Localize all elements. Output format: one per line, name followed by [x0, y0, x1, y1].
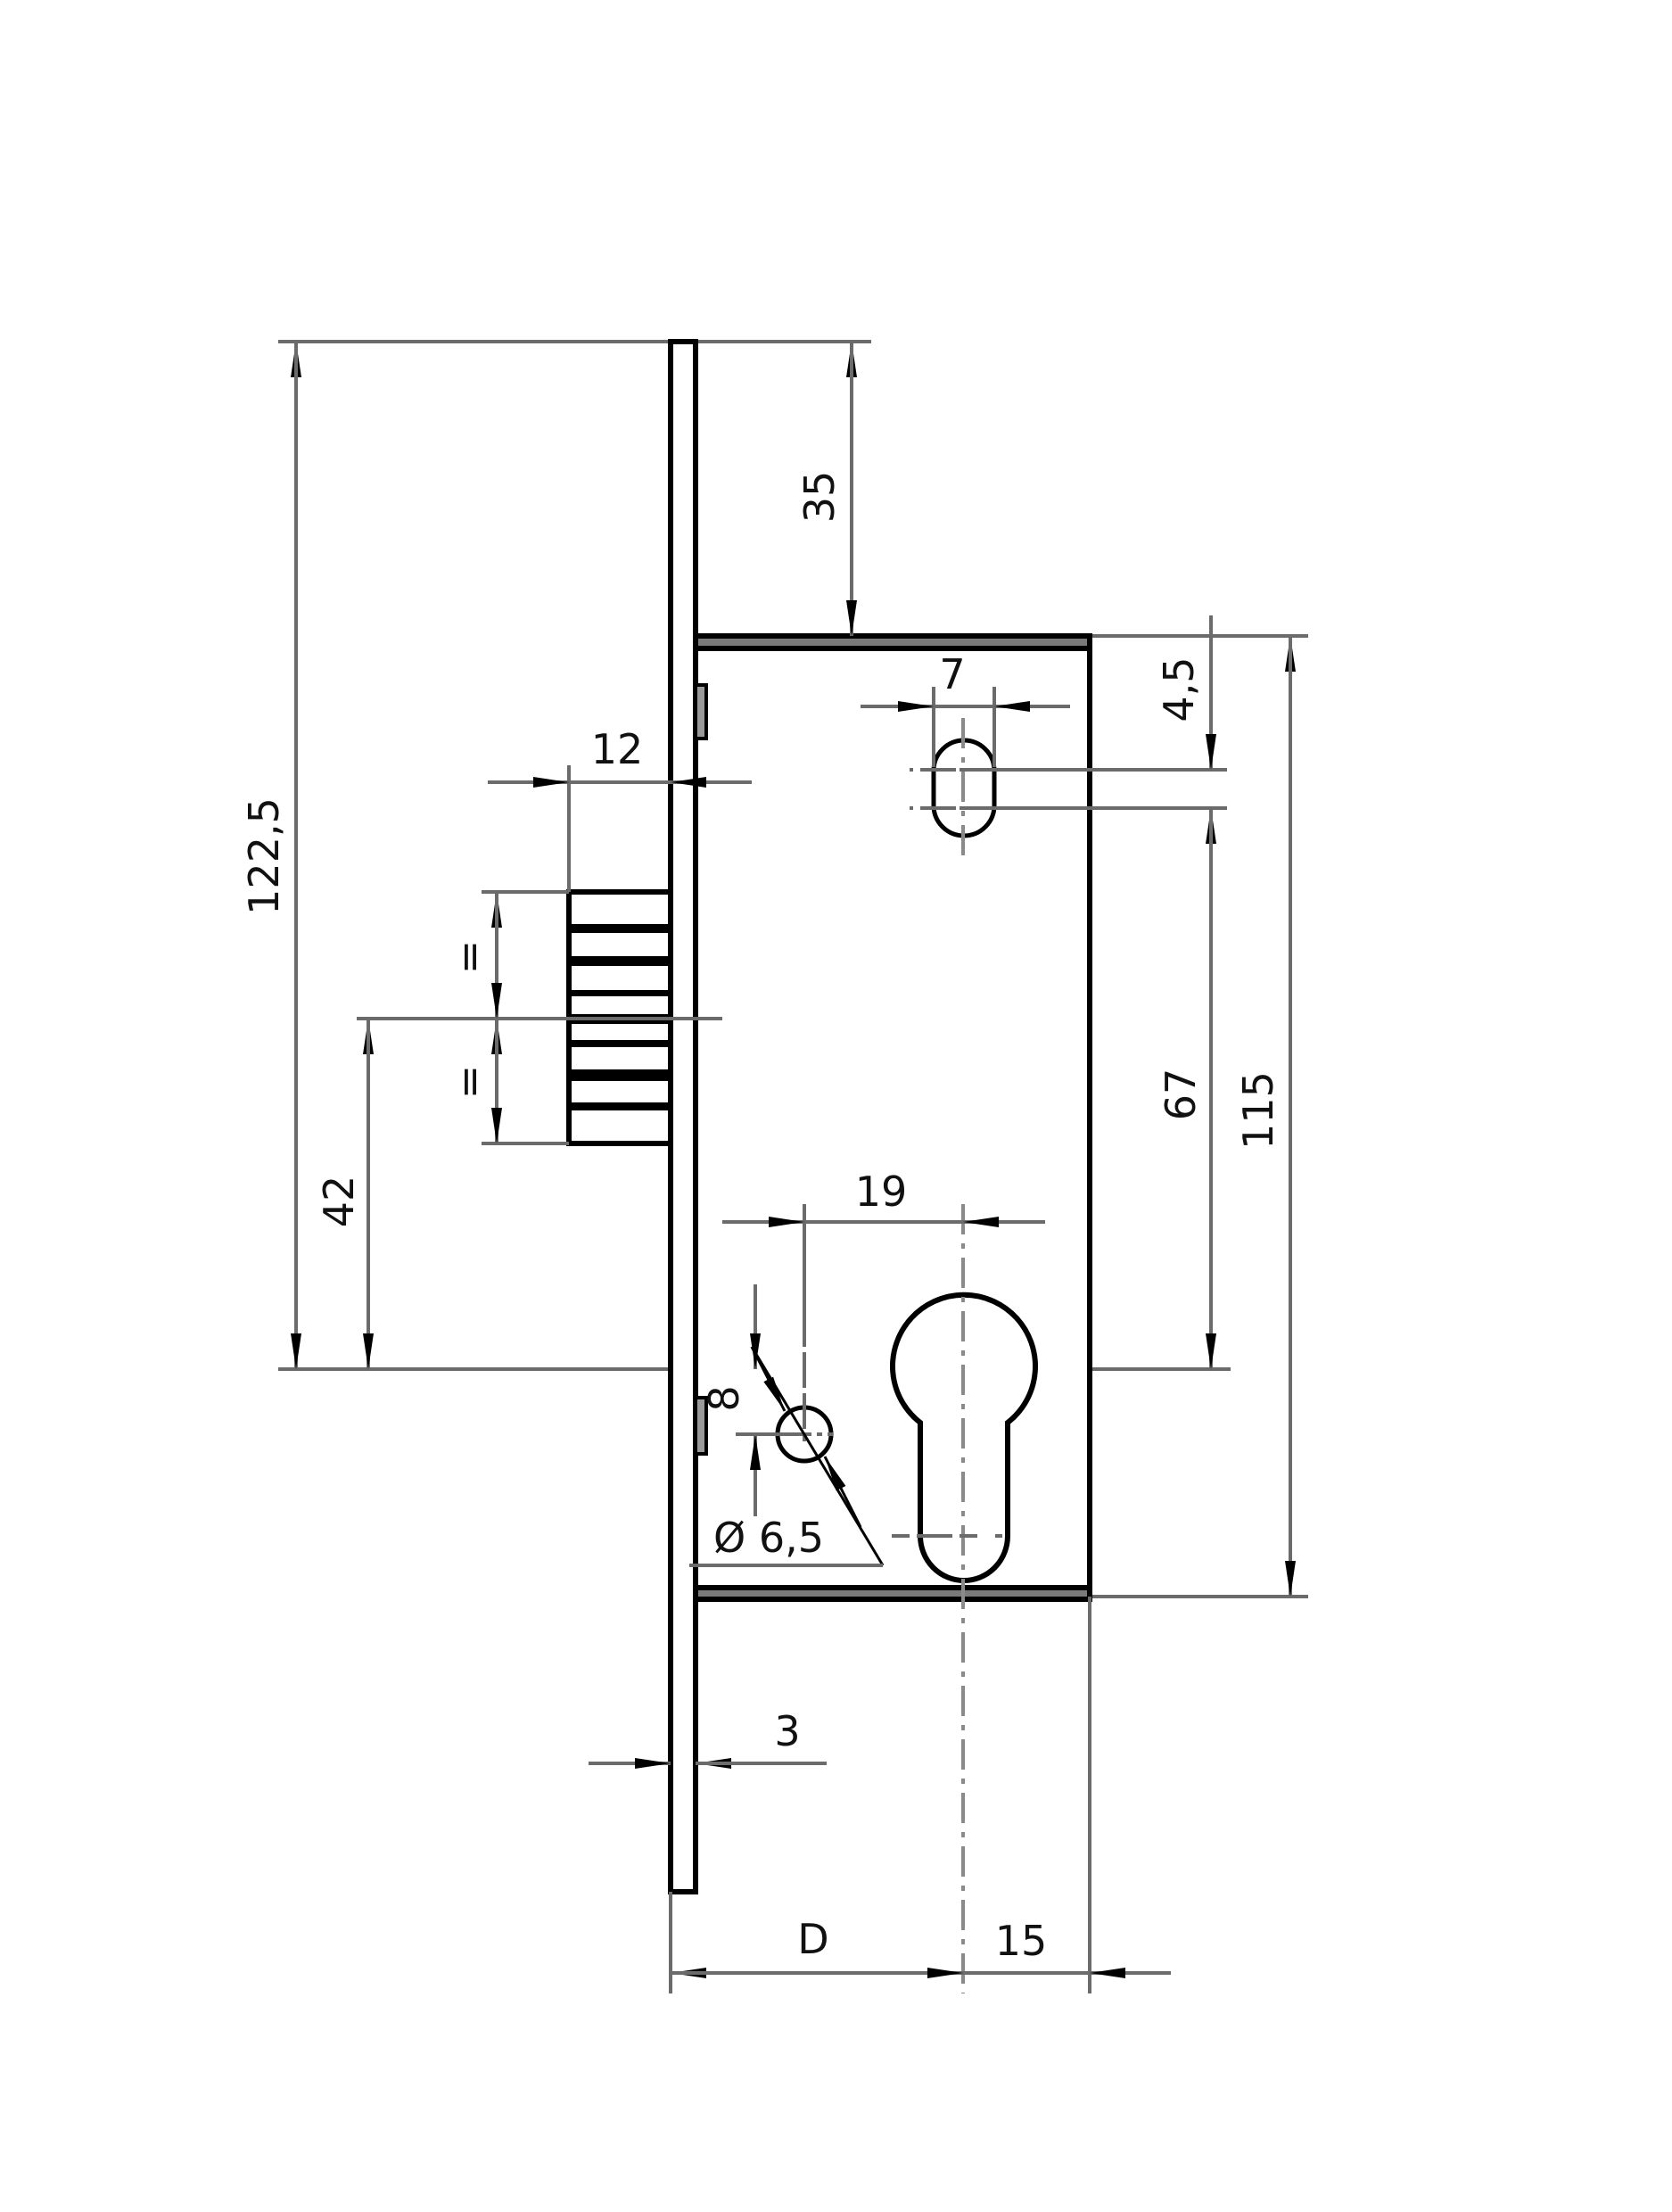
case-bottom-band [698, 1587, 1087, 1597]
dim-122-5: 122,5 [240, 797, 288, 915]
dim-backset-d: D [797, 1915, 828, 1963]
dimension-lines [291, 342, 1296, 1993]
dim-12: 12 [591, 725, 644, 773]
lock-case [693, 633, 1092, 1602]
dimension-labels: 122,5 35 7 4,5 12 = = 42 67 115 19 8 Ø 6… [240, 471, 1282, 1965]
dim-3: 3 [774, 1707, 800, 1755]
faceplate [668, 339, 698, 1894]
dim-42: 42 [315, 1176, 363, 1228]
dim-4-5: 4,5 [1155, 656, 1203, 722]
dim-67: 67 [1157, 1069, 1205, 1121]
case-top-band [698, 639, 1087, 648]
dim-hole-diameter: Ø 6,5 [713, 1514, 824, 1562]
lower-bracket [694, 1396, 708, 1456]
small-hole [689, 1204, 885, 1567]
dim-8: 8 [700, 1385, 748, 1411]
dim-35: 35 [795, 471, 844, 524]
cylinder-keyhole [890, 1204, 1038, 1993]
upper-slot [910, 687, 1231, 861]
dim-19: 19 [855, 1168, 908, 1216]
dim-115: 115 [1234, 1071, 1282, 1150]
dim-7: 7 [939, 650, 965, 698]
dim-equal-lower: = [445, 1065, 493, 1100]
dim-equal-upper: = [445, 940, 493, 975]
latch-bolt [357, 765, 722, 1146]
dim-15: 15 [995, 1917, 1048, 1965]
upper-bracket [694, 683, 708, 740]
